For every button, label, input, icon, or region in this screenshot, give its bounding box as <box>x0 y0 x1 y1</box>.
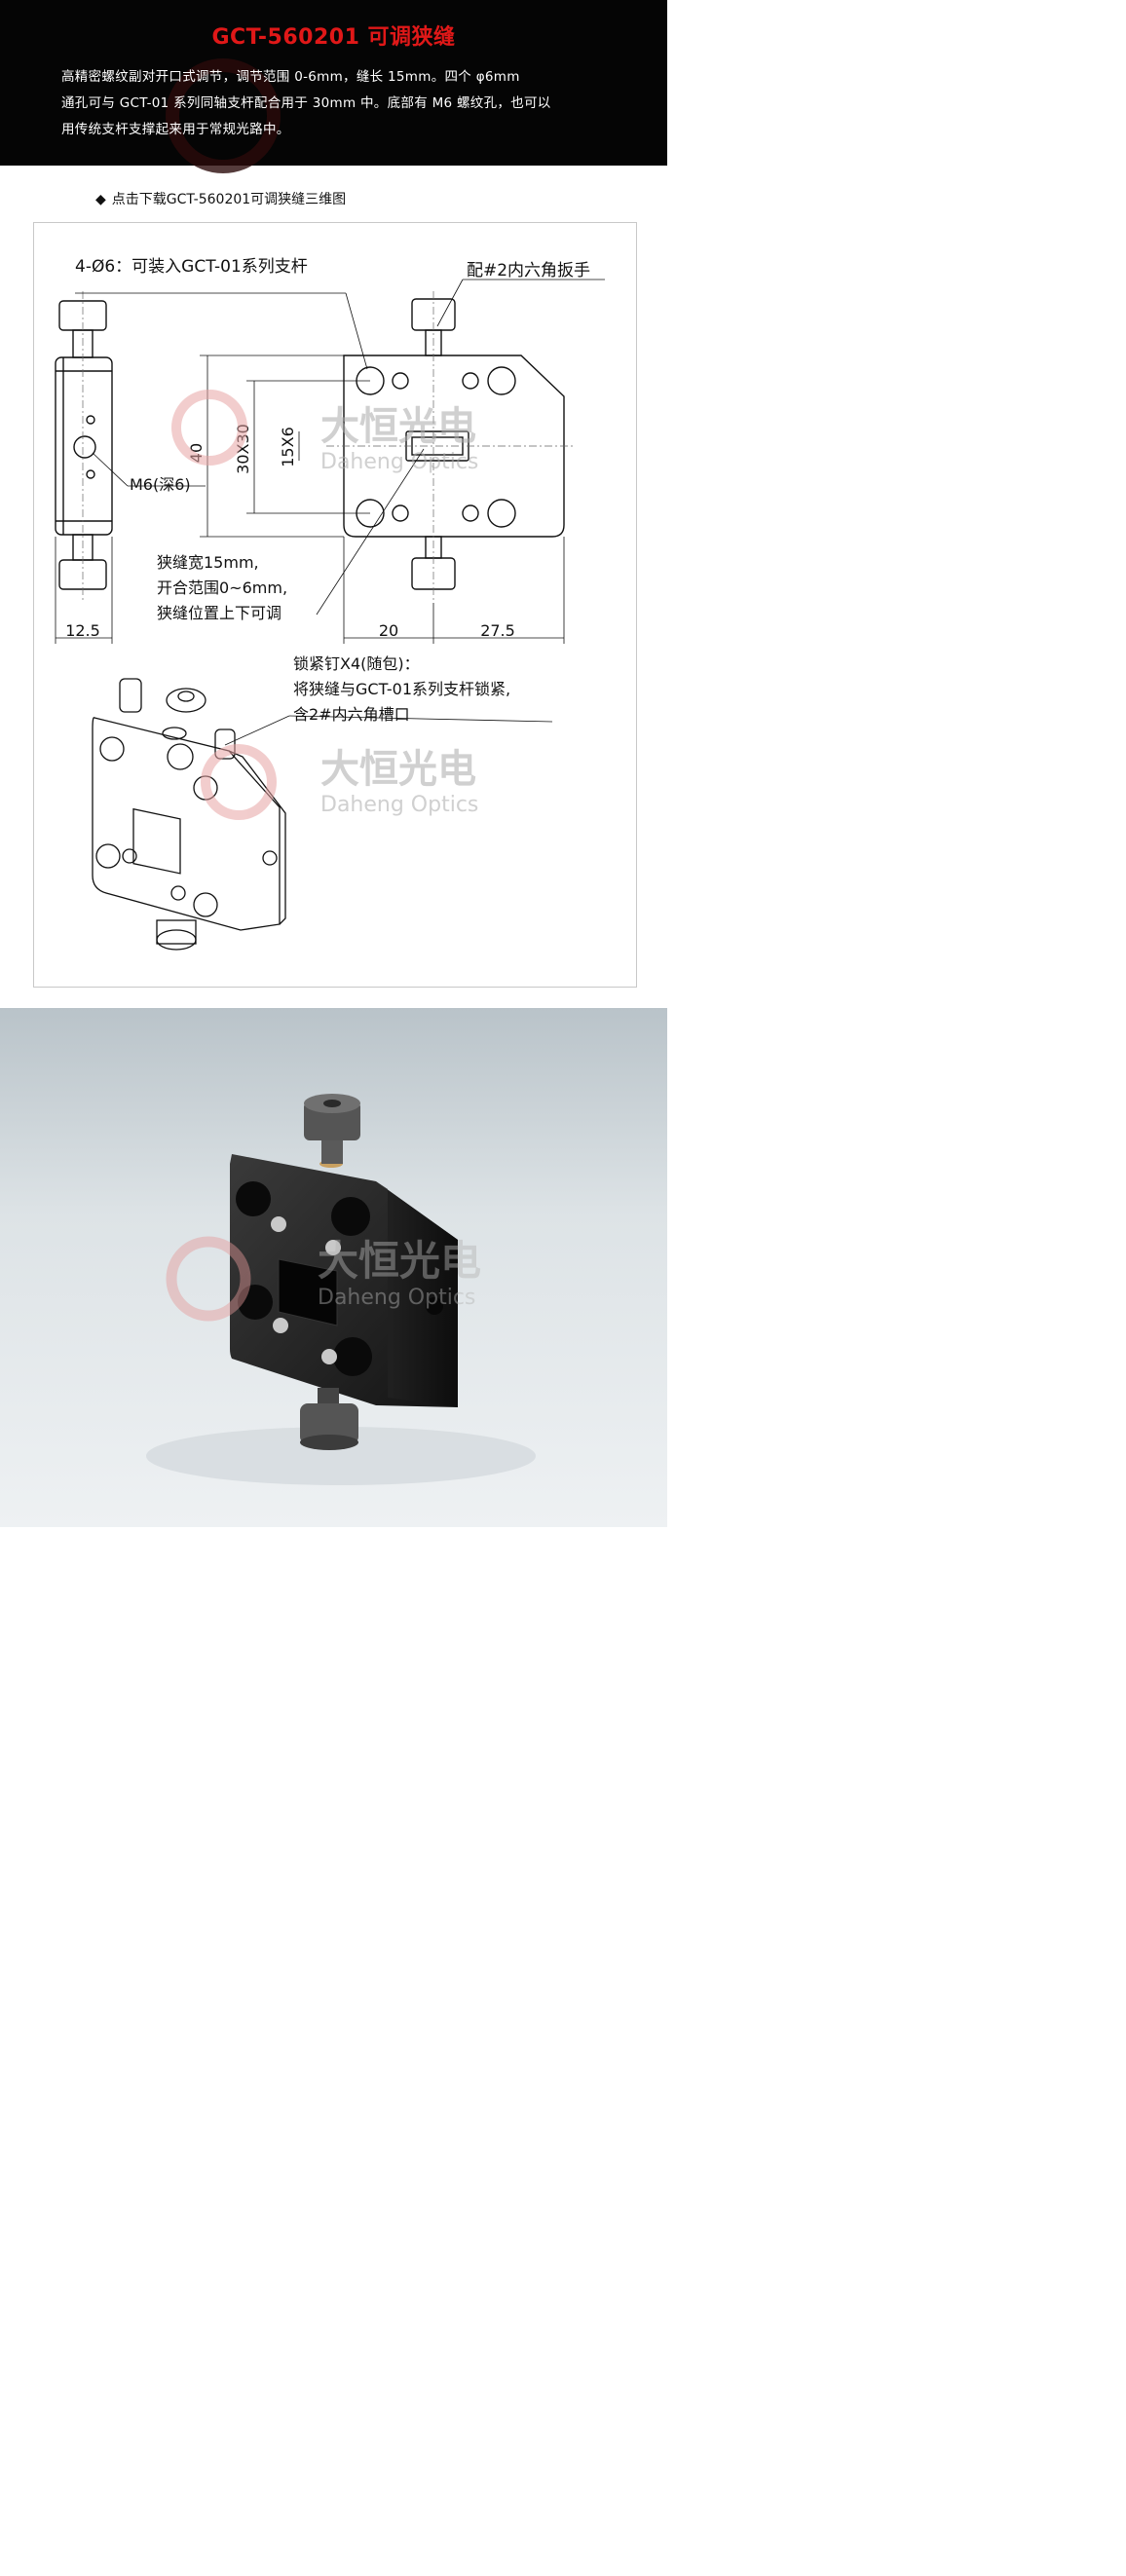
drawing-svg: 40 30X30 15X6 12.5 20 27.5 4-Ø6：可装入GCT-0… <box>55 257 605 951</box>
technical-drawing: 40 30X30 15X6 12.5 20 27.5 4-Ø6：可装入GCT-0… <box>33 222 637 988</box>
download-3d-link[interactable]: ◆ 点击下载GCT-560201可调狭缝三维图 <box>95 189 346 208</box>
screw-note-3: 含2#内六角槽口 <box>293 705 410 724</box>
header-banner: GCT-560201 可调狭缝 高精密螺纹副对开口式调节，调节范围 0-6mm，… <box>0 0 667 173</box>
dim-20: 20 <box>379 621 398 640</box>
front-view-body <box>343 355 565 538</box>
screw-note-2: 将狭缝与GCT-01系列支杆锁紧, <box>293 680 510 698</box>
slit-note-2: 开合范围0~6mm, <box>157 579 287 597</box>
download-link-label: 点击下载GCT-560201可调狭缝三维图 <box>111 192 347 207</box>
watermark-group-1: 大恒光电 Daheng Optics <box>171 390 478 474</box>
diamond-bullet-icon: ◆ <box>95 192 106 207</box>
watermark-group-2: 大恒光电 Daheng Optics <box>201 744 478 820</box>
render-svg: 大恒光电 Daheng Optics <box>146 1094 536 1485</box>
watermark-en-1: Daheng Optics <box>320 450 478 474</box>
watermark-group-3: 大恒光电 Daheng Optics <box>166 1236 481 1322</box>
page-title: GCT-560201 可调狭缝 <box>211 25 456 50</box>
slit-note-1: 狭缝宽15mm, <box>157 553 259 572</box>
watermark-cn-2: 大恒光电 <box>320 747 476 792</box>
callout-m6: M6(深6) <box>130 475 191 494</box>
screw-note-1: 锁紧钉X4(随包)： <box>293 654 420 673</box>
description-line-1: 高精密螺纹副对开口式调节，调节范围 0-6mm，缝长 15mm。四个 φ6mm <box>61 69 520 85</box>
callout-wrench: 配#2内六角扳手 <box>467 261 590 280</box>
description-line-2: 通孔可与 GCT-01 系列同轴支杆配合用于 30mm 中。底部有 M6 螺纹孔… <box>61 95 551 111</box>
slit-note-3: 狭缝位置上下可调 <box>157 604 282 622</box>
watermark-cn-1: 大恒光电 <box>320 404 476 449</box>
dim-15x6: 15X6 <box>279 427 297 467</box>
watermark-en-2: Daheng Optics <box>320 793 478 817</box>
product-render: 大恒光电 Daheng Optics <box>0 1008 667 1527</box>
dim-12-5: 12.5 <box>65 621 100 640</box>
dim-27-5: 27.5 <box>480 621 515 640</box>
render-bottom-knob <box>300 1403 358 1444</box>
callout-holes: 4-Ø6：可装入GCT-01系列支杆 <box>75 257 308 277</box>
watermark-en-3: Daheng Optics <box>318 1286 475 1310</box>
description-line-3: 用传统支杆支撑起来用于常规光路中。 <box>61 122 290 137</box>
watermark-cn-3: 大恒光电 <box>318 1237 481 1285</box>
m6-hole <box>73 435 96 459</box>
